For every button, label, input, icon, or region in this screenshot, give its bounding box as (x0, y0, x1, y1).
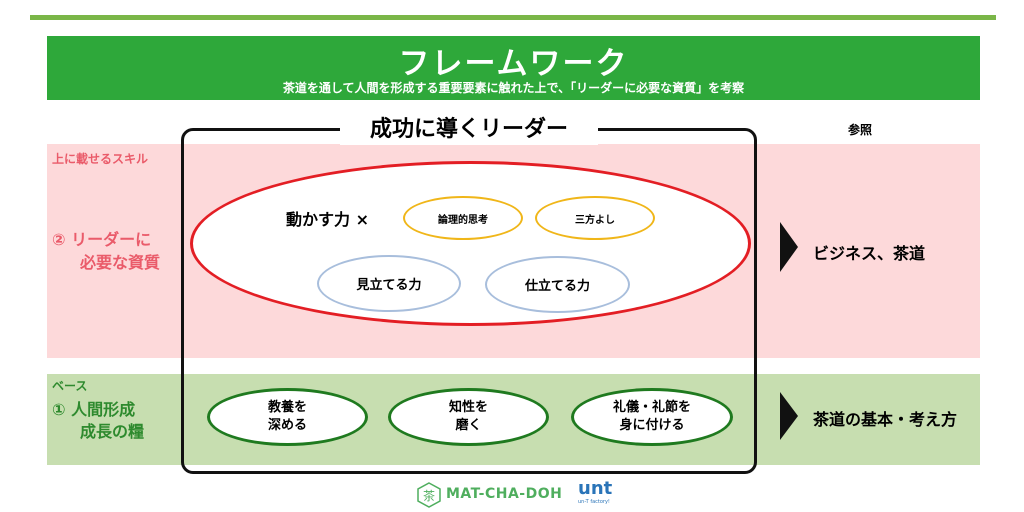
intellect-line2: 磨く (455, 418, 482, 433)
unt-logo-text: un-T factory! (578, 499, 610, 505)
skill-tag: 上に載せるスキル (52, 152, 149, 166)
top-divider (30, 15, 996, 20)
matchadoh-wordmark: MAT-CHA-DOH (446, 486, 563, 502)
manners-text: 礼儀・礼節を身に付ける (613, 399, 691, 435)
sanpo-yoshi-ellipse: 三方よし (535, 196, 655, 240)
footer-logos: 茶 MAT-CHA-DOH unt un-T factory! (416, 479, 656, 509)
mover-label: 動かす力 × (286, 210, 369, 229)
logical-thinking-ellipse: 論理的思考 (403, 196, 523, 240)
arrow-right-icon (780, 392, 798, 440)
mitateru-ellipse: 見立てる力 (317, 255, 461, 312)
leader-qualities-label: ② リーダーに 必要な資質 (52, 228, 160, 274)
lower-reference: 茶道の基本・考え方 (813, 410, 958, 429)
manners-line2: 身に付ける (619, 418, 685, 433)
culture-text: 教養を深める (268, 399, 307, 435)
growth-label: ① 人間形成 成長の糧 (52, 399, 144, 443)
reference-heading: 参照 (847, 123, 872, 137)
page-title: フレームワーク (398, 46, 629, 82)
culture-ellipse: 教養を深める (207, 388, 368, 446)
growth-label-line2: 成長の糧 (80, 422, 145, 441)
header-banner: フレームワーク 茶道を通して人間を形成する重要要素に触れた上で、「リーダーに必要… (47, 36, 980, 100)
base-tag: ベース (52, 379, 88, 393)
arrow-right-icon (780, 222, 798, 272)
leader-label-line1: ② リーダーに (52, 230, 152, 249)
culture-line1: 教養を (267, 400, 307, 415)
matchadoh-mark: 茶 (423, 488, 435, 503)
intellect-text: 知性を磨く (449, 399, 488, 435)
manners-line1: 礼儀・礼節を (612, 400, 691, 415)
shitateru-ellipse: 仕立てる力 (485, 256, 630, 313)
matchadoh-logo-icon: 茶 (417, 482, 441, 508)
frame-title: 成功に導くリーダー (340, 115, 598, 145)
manners-ellipse: 礼儀・礼節を身に付ける (571, 388, 733, 446)
culture-line2: 深める (267, 418, 307, 433)
leader-label-line2: 必要な資質 (80, 253, 161, 272)
growth-label-line1: ① 人間形成 (52, 400, 136, 419)
page-subtitle: 茶道を通して人間を形成する重要要素に触れた上で、「リーダーに必要な資質」を考察 (282, 81, 745, 95)
qualities-ellipse (190, 161, 751, 326)
unt-logo-mark: unt (578, 478, 613, 499)
intellect-line1: 知性を (448, 400, 488, 415)
intellect-ellipse: 知性を磨く (388, 388, 549, 446)
unt-logo: unt un-T factory! (578, 479, 628, 509)
upper-reference: ビジネス、茶道 (813, 244, 926, 263)
